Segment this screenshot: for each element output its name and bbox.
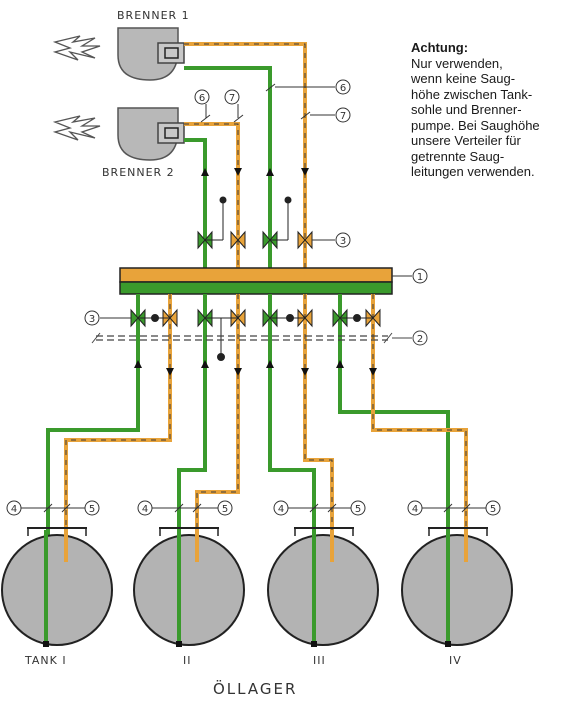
note-title: Achtung: — [411, 40, 469, 55]
flame-icon — [52, 115, 101, 141]
tank-2 — [133, 527, 245, 647]
marker-ticks-top — [200, 83, 335, 123]
upper-valves: 3 — [197, 196, 351, 250]
callout-5-t2: 5 — [222, 504, 228, 515]
tank-callouts — [6, 500, 501, 516]
tank-4-label: IV — [449, 654, 462, 667]
callout-5-t4: 5 — [490, 504, 496, 515]
callouts-top: 6 7 6 7 — [194, 79, 351, 123]
brenner-1-label: BRENNER 1 — [117, 9, 190, 22]
callout-4-t3: 4 — [278, 504, 284, 515]
callout-4-t1: 4 — [11, 504, 17, 515]
burner-2: BRENNER 2 — [52, 107, 185, 179]
tank-2-label: II — [183, 654, 192, 667]
callout-5-t3: 5 — [355, 504, 361, 515]
callout-4-t4: 4 — [412, 504, 418, 515]
dashed-line-2 — [91, 330, 428, 346]
burner-lines — [184, 42, 307, 268]
flow-arrows-bottom — [134, 360, 377, 376]
tank-3 — [267, 527, 379, 647]
tank-4 — [401, 527, 513, 647]
brenner-2-label: BRENNER 2 — [102, 166, 175, 179]
tanks — [1, 527, 513, 647]
burner-1: BRENNER 1 — [52, 9, 190, 81]
oellager-label: ÖLLAGER — [213, 679, 297, 698]
callout-1: 1 — [417, 272, 423, 283]
tank-1-label: TANK I — [24, 654, 67, 667]
tank-callout-numbers: 4 5 4 5 4 5 4 5 — [11, 504, 496, 515]
manifold: 1 — [119, 267, 428, 295]
tank-1 — [1, 527, 113, 647]
callout-6: 6 — [340, 83, 346, 94]
callout-7: 7 — [340, 111, 346, 122]
flow-arrows-top — [201, 168, 309, 176]
callout-6b: 6 — [199, 93, 205, 104]
callout-4-t2: 4 — [142, 504, 148, 515]
tank-3-label: III — [313, 654, 326, 667]
callout-3-upper: 3 — [340, 236, 346, 247]
lower-valves: 3 — [84, 308, 381, 361]
callout-5-t1: 5 — [89, 504, 95, 515]
note-text: Nur verwenden, wenn keine Saug- höhe zwi… — [411, 55, 540, 180]
warning-note: Achtung: Nur verwenden, wenn keine Saug-… — [411, 40, 569, 180]
callout-7b: 7 — [229, 93, 235, 104]
flame-icon — [52, 35, 101, 61]
callout-2: 2 — [417, 334, 423, 345]
callout-3-lower: 3 — [89, 314, 95, 325]
